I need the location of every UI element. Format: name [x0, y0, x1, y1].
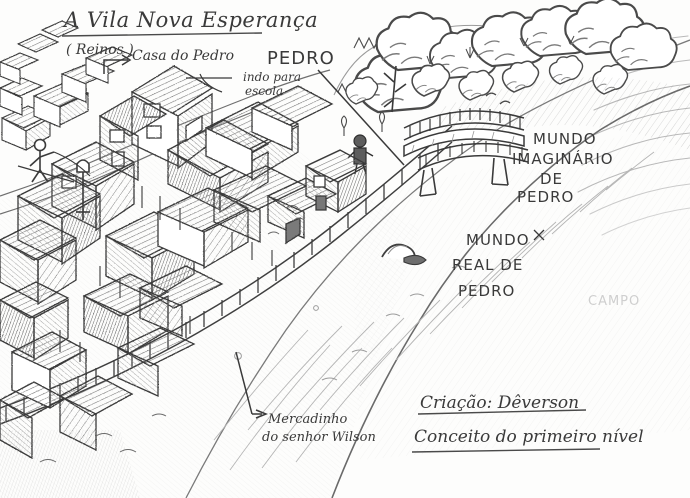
page-title: A Vila Nova Esperança [64, 8, 319, 32]
label-pedro-action-line2: escola [245, 84, 284, 98]
wooden-bridge [403, 108, 529, 197]
label-pedro-action-line1: indo para [243, 70, 302, 84]
lower-left-shading [0, 430, 140, 498]
annotation-leaders [17, 54, 545, 419]
leader-line-market-icon [235, 351, 269, 419]
credit-line: Criação: Dêverson [420, 393, 580, 413]
house-stilts [59, 186, 273, 362]
text-underlines [61, 32, 601, 453]
far-hill-shading [436, 77, 690, 150]
label-imaginary-world-line4: PEDRO [517, 188, 575, 206]
erased-note: CAMPO [588, 294, 641, 309]
label-imaginary-world-line1: MUNDO [533, 130, 597, 148]
label-market-line2: do senhor Wilson [262, 430, 376, 445]
subtitle-reinos: ( Reinos ) [66, 42, 134, 58]
leader-line-pedro-icon [317, 69, 405, 166]
label-real-world-line2: REAL DE [452, 256, 524, 274]
label-imaginary-world-line3: DE [540, 170, 564, 188]
street-lamp [76, 159, 90, 220]
arrow-to-house-icon [103, 54, 132, 74]
label-imaginary-world-line2: IMAGINÁRIO [512, 150, 614, 168]
arched-tunnel [381, 243, 427, 266]
label-casa-do-pedro: Casa do Pedro [132, 48, 235, 64]
label-real-world-line1: MUNDO [466, 231, 530, 249]
village-houses [0, 20, 338, 460]
label-market-line1: Mercadinho [268, 412, 348, 427]
caption-line: Conceito do primeiro nível [414, 427, 644, 447]
label-pedro: PEDRO [267, 48, 335, 69]
market-building [304, 149, 368, 214]
label-real-world-line3: PEDRO [458, 282, 516, 300]
